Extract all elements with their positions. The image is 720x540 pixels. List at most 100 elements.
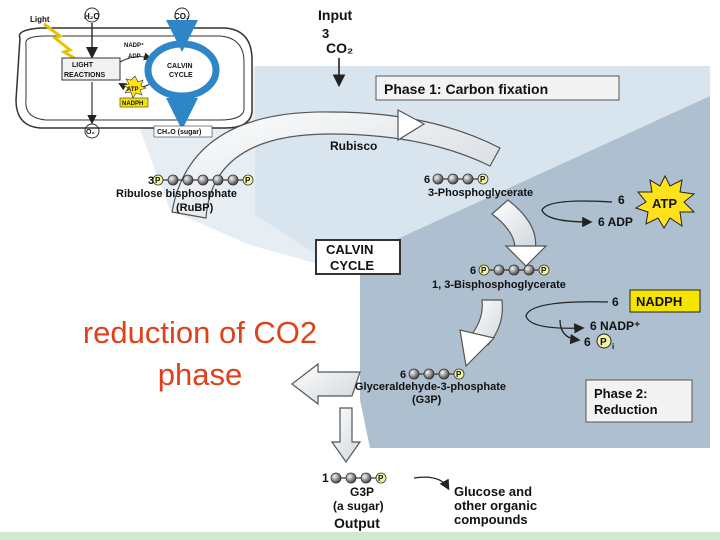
carbon-atom [197, 174, 209, 186]
g3p-molecule: P [408, 368, 465, 380]
inset-h2o-label: H₂O [84, 12, 100, 21]
inset-calvin-1: CALVIN [167, 63, 193, 70]
carbon-atom [408, 368, 420, 380]
nadp-label: 6 NADP⁺ [590, 319, 640, 333]
inset-nadph-box [119, 97, 149, 108]
output-arrow [330, 407, 362, 464]
rubp-abbr: (RuBP) [176, 202, 214, 214]
output-label: Output [334, 515, 380, 531]
output-count: 1 [322, 471, 329, 485]
carbon-atom [167, 174, 179, 186]
cycle-arrow-left [291, 362, 361, 406]
g3p-name: Glyceraldehyde-3-phosphate [355, 381, 506, 393]
lightning-icon [43, 22, 79, 62]
chloroplast-inset: Light H₂O CO₂ NADP⁺ ADP LIGHT REACTIONS … [15, 7, 253, 139]
phase1-label: Phase 1: Carbon fixation [384, 81, 548, 97]
light-reactions-box [61, 57, 121, 81]
cycle-arrowhead-lower-right [459, 329, 496, 368]
g3p-count: 6 [400, 369, 406, 381]
inset-o2-label: O₂ [86, 129, 95, 136]
output-g3p-molecule: P [330, 472, 387, 484]
carbon-atom [447, 173, 459, 185]
phosphate-label: P [456, 370, 462, 379]
carbon-atom [345, 472, 357, 484]
calvin-line2: CYCLE [330, 258, 374, 273]
phase2-box [585, 379, 693, 423]
overlay-line2: phase [157, 357, 243, 392]
phosphate-group [453, 368, 465, 380]
phase1-box [375, 75, 620, 101]
pi-subscript: i [612, 342, 614, 351]
inset-light-reactions-2: REACTIONS [64, 72, 106, 79]
bpg-count: 6 [470, 265, 476, 277]
carbon-atom [493, 264, 505, 276]
pi-symbol: P [600, 337, 607, 348]
output-sub: (a sugar) [333, 499, 384, 513]
carbon-atom [423, 368, 435, 380]
input-count: 3 [322, 26, 329, 41]
nadph-box [629, 289, 701, 313]
cycle-arrowhead-top [397, 108, 426, 142]
inset-calvin-2: CYCLE [169, 72, 193, 79]
pi-count: 6 [584, 335, 591, 349]
pi-circle [596, 333, 612, 349]
phosphate-label: P [155, 176, 161, 185]
adp-label: 6 ADP [598, 215, 633, 229]
glucose-line3: compounds [454, 512, 528, 527]
carbon-atom [212, 174, 224, 186]
carbon-atom [523, 264, 535, 276]
inset-atp-label: ATP [127, 87, 139, 93]
slide-bottom-strip [0, 532, 720, 540]
phosphate-group [375, 472, 387, 484]
carbon-atom [182, 174, 194, 186]
atp-count: 6 [618, 193, 625, 207]
phosphate-group [242, 174, 254, 186]
phosphate-group [477, 173, 489, 185]
phase2-line2: Reduction [594, 402, 658, 417]
input-co2: CO₂ [326, 40, 353, 56]
nadph-count: 6 [612, 295, 619, 309]
rubisco-label: Rubisco [330, 139, 377, 153]
inset-light-label: Light [30, 15, 50, 24]
phosphate-label: P [480, 175, 486, 184]
cycle-arrowhead-right [504, 245, 548, 267]
phosphate-label: P [378, 474, 384, 483]
nadph-label: NADPH [636, 294, 682, 309]
phosphate-label: P [541, 266, 547, 275]
atp-burst-icon [634, 174, 696, 229]
pga-molecule: P [432, 173, 489, 185]
phosphate-group [538, 264, 550, 276]
pga-name: 3-Phosphoglycerate [428, 187, 533, 199]
cycle-arrows [171, 58, 548, 464]
phase2-line1: Phase 2: [594, 386, 647, 401]
carbon-atom [330, 472, 342, 484]
input-label: Input [318, 7, 353, 23]
inset-light-reactions-1: LIGHT [72, 62, 94, 69]
phosphate-label: P [245, 176, 251, 185]
glucose-line1: Glucose and [454, 484, 532, 499]
phase2-background [360, 96, 710, 448]
calvin-cycle-box [315, 239, 401, 275]
inset-nadph-label: NADPH [122, 101, 143, 107]
output-g3p: G3P [350, 485, 374, 499]
calvin-line1: CALVIN [326, 242, 373, 257]
inset-nadp-label: NADP⁺ [124, 42, 144, 49]
cycle-arrow-top [171, 111, 501, 219]
g3p-abbr: (G3P) [412, 394, 442, 406]
glucose-line2: other organic [454, 498, 537, 513]
inset-co2-label: CO₂ [174, 12, 190, 21]
phosphate-label: P [481, 266, 487, 275]
carbon-atom [462, 173, 474, 185]
rubp-count: 3 [148, 175, 154, 187]
inset-sugar-label: CH₂O (sugar) [157, 129, 201, 136]
carbon-atom [508, 264, 520, 276]
atp-label: ATP [652, 196, 677, 211]
overlay-annotation: reduction of CO2 phase [40, 312, 360, 396]
overlay-line1: reduction of CO2 [82, 315, 318, 350]
rubp-name: Ribulose bisphosphate [116, 188, 237, 200]
inset-sugar-box [153, 125, 213, 138]
